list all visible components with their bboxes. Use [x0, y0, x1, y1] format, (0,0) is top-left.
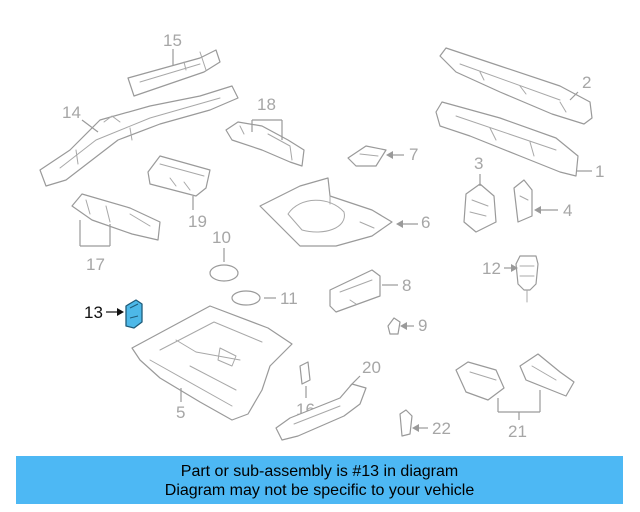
callout-13[interactable]: 13 [84, 303, 124, 322]
part-13-highlighted[interactable] [125, 299, 143, 329]
callout-19-label: 19 [188, 212, 207, 231]
callout-1-label: 1 [595, 162, 604, 181]
callout-12-label: 12 [482, 259, 501, 278]
part-20-rail[interactable] [275, 383, 367, 441]
callout-20-label: 20 [362, 358, 381, 377]
part-12-jack[interactable] [515, 255, 539, 303]
callout-11[interactable]: 11 [264, 289, 298, 308]
callout-21-label: 21 [508, 422, 527, 441]
callout-2[interactable]: 2 [569, 73, 591, 101]
callout-9-label: 9 [418, 316, 427, 335]
callout-5-label: 5 [176, 403, 185, 422]
part-14-side-member[interactable] [39, 85, 239, 187]
part-9-clip[interactable] [387, 317, 401, 335]
part-15-rail[interactable] [127, 49, 221, 97]
part-21-bracket[interactable] [455, 353, 575, 401]
callout-15-label: 15 [163, 31, 182, 50]
callout-12[interactable]: 12 [482, 259, 518, 278]
callout-8[interactable]: 8 [382, 276, 411, 295]
callout-14[interactable]: 14 [62, 103, 99, 133]
part-17-bracket[interactable] [71, 193, 161, 241]
callout-13-label: 13 [84, 303, 103, 322]
callout-6-label: 6 [421, 213, 430, 232]
part-5-floor-pan[interactable] [131, 305, 293, 421]
part-8-bracket[interactable] [329, 269, 381, 313]
callout-18-label: 18 [257, 95, 276, 114]
part-3-bracket[interactable] [463, 183, 497, 233]
callout-15[interactable]: 15 [163, 31, 182, 66]
callout-2-label: 2 [582, 73, 591, 92]
callout-17-label: 17 [86, 255, 105, 274]
callout-3[interactable]: 3 [474, 154, 483, 186]
callout-7-label: 7 [409, 145, 418, 164]
parts-diagram: 15 14 18 19 17 [39, 31, 604, 441]
part-7-plate[interactable] [347, 145, 387, 167]
callout-10-label: 10 [212, 228, 231, 247]
info-banner: Part or sub-assembly is #13 in diagram D… [16, 456, 623, 504]
part-16-bracket[interactable] [299, 361, 311, 385]
part-19-crossmember[interactable] [147, 155, 211, 197]
callout-7[interactable]: 7 [386, 145, 418, 164]
part-2-rear-panel[interactable] [439, 47, 593, 125]
part-10-ring[interactable] [209, 264, 239, 282]
callout-5[interactable]: 5 [176, 388, 185, 422]
callout-4-label: 4 [563, 201, 572, 220]
part-1-rear-panel[interactable] [435, 101, 579, 177]
callout-17[interactable]: 17 [79, 220, 111, 274]
callout-19[interactable]: 19 [188, 196, 207, 231]
callout-4[interactable]: 4 [534, 201, 572, 220]
callout-6[interactable]: 6 [396, 213, 430, 232]
callout-9[interactable]: 9 [400, 316, 427, 335]
banner-line-part: Part or sub-assembly is #13 in diagram [180, 463, 459, 480]
callout-10[interactable]: 10 [212, 228, 231, 262]
callout-3-label: 3 [474, 154, 483, 173]
callout-22-label: 22 [432, 419, 451, 438]
callout-14-label: 14 [62, 103, 81, 122]
part-22-clip[interactable] [399, 409, 413, 437]
callout-20[interactable]: 20 [349, 358, 381, 387]
part-6-wheel-well[interactable] [259, 177, 393, 247]
callout-1[interactable]: 1 [576, 162, 604, 181]
part-4-bracket[interactable] [513, 179, 533, 223]
callout-18[interactable]: 18 [251, 95, 283, 140]
callout-11-label: 11 [280, 289, 298, 308]
banner-line-disclaimer: Diagram may not be specific to your vehi… [164, 482, 475, 499]
callout-8-label: 8 [402, 276, 411, 295]
part-18-bracket[interactable] [225, 121, 305, 167]
callout-21[interactable]: 21 [497, 390, 541, 441]
callout-22[interactable]: 22 [412, 419, 451, 438]
part-11-ring[interactable] [231, 290, 261, 306]
